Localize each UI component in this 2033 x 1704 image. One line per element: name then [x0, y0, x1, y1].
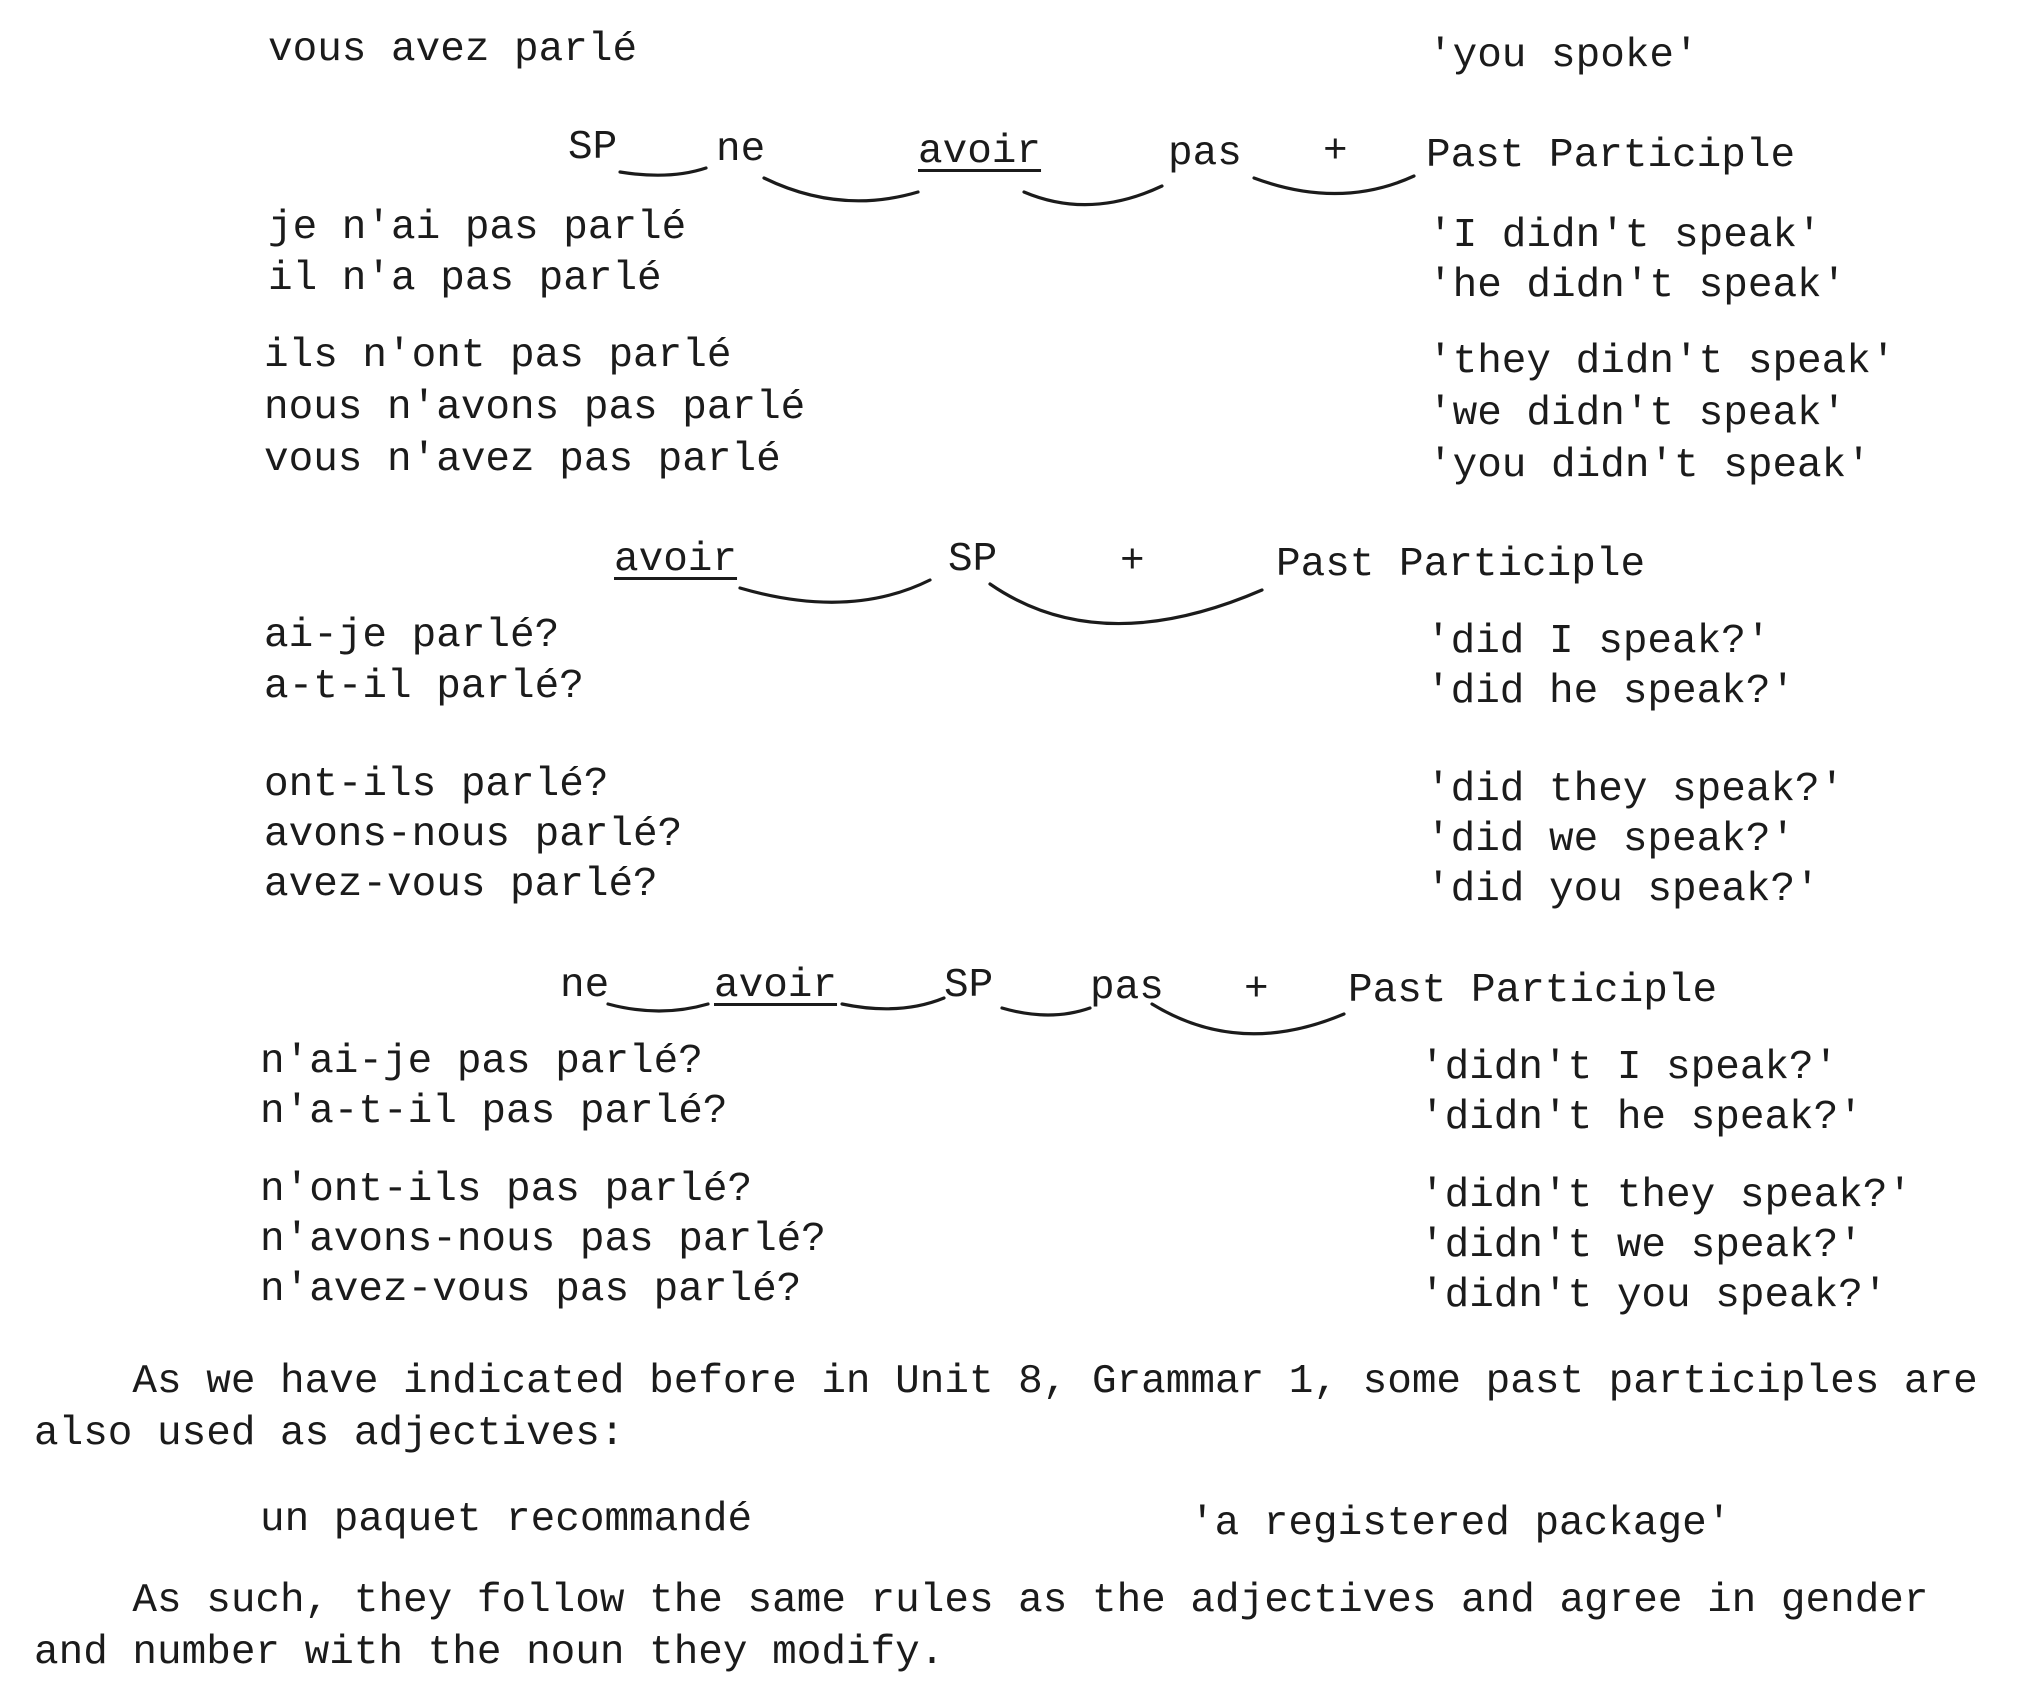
- example-fr: n'a-t-il pas parlé?: [260, 1089, 728, 1135]
- formula-token-plus: +: [1120, 539, 1145, 585]
- example-fr: je n'ai pas parlé: [268, 205, 687, 251]
- formula-token-plus: +: [1244, 967, 1269, 1013]
- formula-token-ne: ne: [716, 127, 766, 173]
- connector-arc: [762, 176, 920, 203]
- formula-token-past-participle: Past Participle: [1276, 542, 1646, 588]
- example-fr: a-t-il parlé?: [264, 664, 584, 710]
- example-en: 'you spoke': [1428, 33, 1699, 79]
- example-fr: vous avez parlé: [268, 27, 638, 73]
- formula-token-pas: pas: [1168, 131, 1242, 177]
- connector-arc: [606, 1002, 710, 1013]
- example-fr: vous n'avez pas parlé: [264, 437, 781, 483]
- formula-token-sp: SP: [568, 125, 618, 171]
- formula-token-avoir: avoir: [614, 537, 738, 583]
- paragraph: As such, they follow the same rules as t…: [34, 1575, 2024, 1679]
- paragraph-line: and number with the noun they modify.: [34, 1630, 945, 1676]
- formula-token-plus: +: [1323, 129, 1348, 175]
- connector-arc: [1000, 1006, 1092, 1017]
- paragraph: As we have indicated before in Unit 8, G…: [34, 1356, 2024, 1460]
- example-fr: nous n'avons pas parlé: [264, 385, 806, 431]
- formula-token-pas: pas: [1090, 965, 1164, 1011]
- example-en: 'did they speak?': [1426, 767, 1845, 813]
- paragraph-line: As we have indicated before in Unit 8, G…: [34, 1359, 1978, 1405]
- example-en: 'a registered package': [1190, 1501, 1732, 1547]
- example-en: 'didn't we speak?': [1420, 1223, 1863, 1269]
- connector-arc: [1252, 174, 1416, 196]
- example-fr: ont-ils parlé?: [264, 762, 609, 808]
- example-fr: n'ai-je pas parlé?: [260, 1039, 703, 1085]
- connector-arc: [1022, 184, 1164, 207]
- formula-token-past-participle: Past Participle: [1348, 968, 1718, 1014]
- connector-arc: [618, 166, 708, 177]
- example-fr: n'avez-vous pas parlé?: [260, 1267, 802, 1313]
- example-fr: n'avons-nous pas parlé?: [260, 1217, 826, 1263]
- example-en: 'didn't I speak?': [1420, 1045, 1839, 1091]
- example-fr: avons-nous parlé?: [264, 812, 683, 858]
- formula-token-avoir: avoir: [714, 963, 838, 1009]
- paragraph-line: also used as adjectives:: [34, 1411, 625, 1457]
- example-fr: ai-je parlé?: [264, 613, 560, 659]
- example-fr: il n'a pas parlé: [268, 256, 662, 302]
- example-en: 'didn't he speak?': [1420, 1095, 1863, 1141]
- example-en: 'he didn't speak': [1428, 263, 1847, 309]
- example-en: 'did we speak?': [1426, 817, 1796, 863]
- example-en: 'I didn't speak': [1428, 213, 1822, 259]
- formula-token-past-participle: Past Participle: [1426, 133, 1796, 179]
- example-en: 'you didn't speak': [1428, 443, 1871, 489]
- example-en: 'didn't you speak?': [1420, 1273, 1888, 1319]
- example-fr: n'ont-ils pas parlé?: [260, 1167, 753, 1213]
- example-en: 'did I speak?': [1426, 619, 1771, 665]
- example-en: 'didn't they speak?': [1420, 1173, 1913, 1219]
- connector-arc: [840, 996, 946, 1011]
- example-fr: ils n'ont pas parlé: [264, 333, 732, 379]
- example-fr: avez-vous parlé?: [264, 862, 658, 908]
- paragraph-line: As such, they follow the same rules as t…: [34, 1578, 1929, 1624]
- connector-arc: [988, 582, 1264, 626]
- example-en: 'did he speak?': [1426, 669, 1796, 715]
- formula-token-ne: ne: [560, 963, 610, 1009]
- example-en: 'did you speak?': [1426, 867, 1820, 913]
- formula-token-sp: SP: [944, 963, 994, 1009]
- example-fr: un paquet recommandé: [260, 1497, 753, 1543]
- example-en: 'we didn't speak': [1428, 391, 1847, 437]
- connector-arc: [738, 578, 932, 604]
- example-en: 'they didn't speak': [1428, 339, 1896, 385]
- formula-token-sp: SP: [948, 537, 998, 583]
- formula-token-avoir: avoir: [918, 129, 1042, 175]
